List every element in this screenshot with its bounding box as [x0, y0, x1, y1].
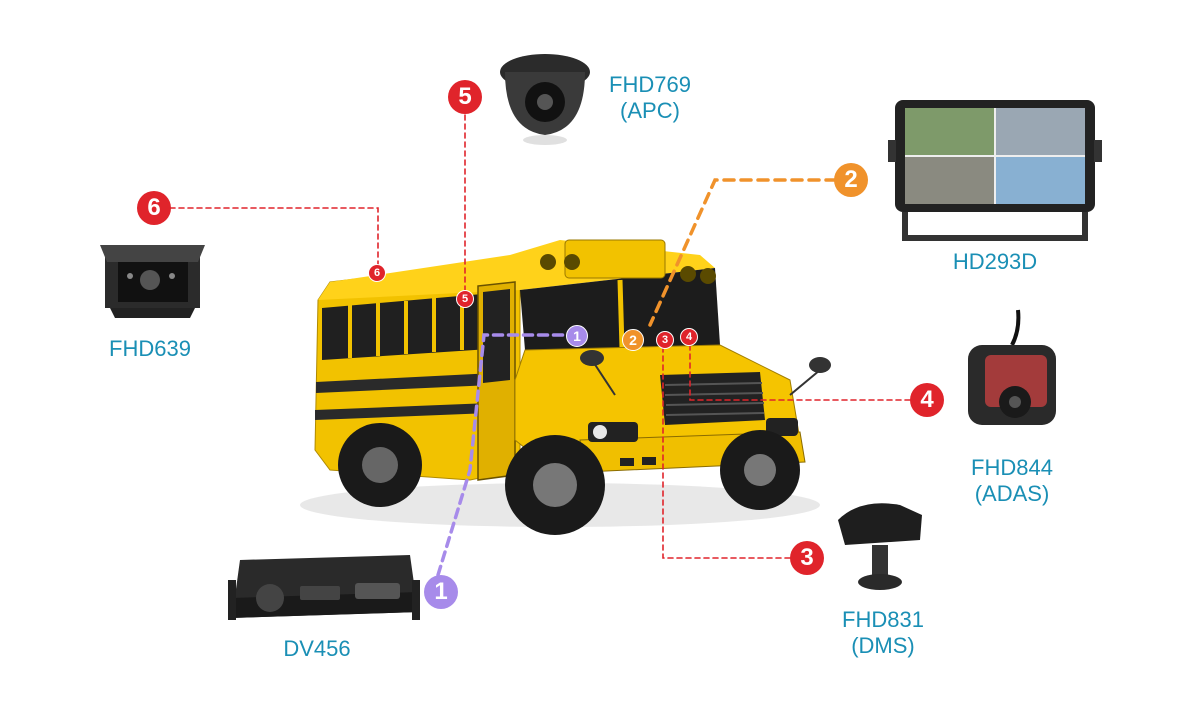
- dv456-name: DV456: [283, 636, 351, 661]
- badge-1-large: 1: [424, 575, 458, 609]
- badge-6-small: 6: [368, 264, 386, 282]
- fhd844-name: FHD844: [971, 455, 1053, 480]
- badge-5-small: 5: [456, 290, 474, 308]
- fhd769-dome-camera-image: [500, 54, 590, 145]
- badge-5-large: 5: [448, 80, 482, 114]
- fhd831-name: FHD831: [842, 607, 924, 632]
- badge-1-small: 1: [566, 325, 588, 347]
- fhd769-sub: (APC): [620, 98, 680, 123]
- fhd831-label: FHD831 (DMS): [828, 607, 938, 659]
- badge-3-large: 3: [790, 541, 824, 575]
- hd293d-name: HD293D: [952, 249, 1038, 274]
- badge-3-small: 3: [656, 331, 674, 349]
- fhd639-label: FHD639: [95, 336, 205, 362]
- connector-lines: [169, 114, 911, 577]
- fhd769-name: FHD769: [609, 72, 691, 97]
- fhd831-sub: (DMS): [851, 633, 915, 658]
- badge-4-large: 4: [910, 383, 944, 417]
- fhd639-name: FHD639: [109, 336, 191, 361]
- badge-2-small: 2: [622, 329, 644, 351]
- fhd844-label: FHD844 (ADAS): [957, 455, 1067, 507]
- badge-2-large: 2: [834, 163, 868, 197]
- fhd831-dms-camera-image: [838, 503, 922, 590]
- badge-4-small: 4: [680, 328, 698, 346]
- fhd639-camera-image: [100, 245, 205, 318]
- badge-6-large: 6: [137, 191, 171, 225]
- dv456-recorder-image: [228, 555, 420, 620]
- fhd844-adas-camera-image: [968, 309, 1056, 425]
- hd293d-label: HD293D: [940, 249, 1050, 275]
- fhd769-label: FHD769 (APC): [595, 72, 705, 124]
- dv456-label: DV456: [262, 636, 372, 662]
- hd293d-monitor-image: [888, 100, 1102, 241]
- school-bus-illustration: [300, 239, 831, 535]
- fhd844-sub: (ADAS): [974, 481, 1050, 506]
